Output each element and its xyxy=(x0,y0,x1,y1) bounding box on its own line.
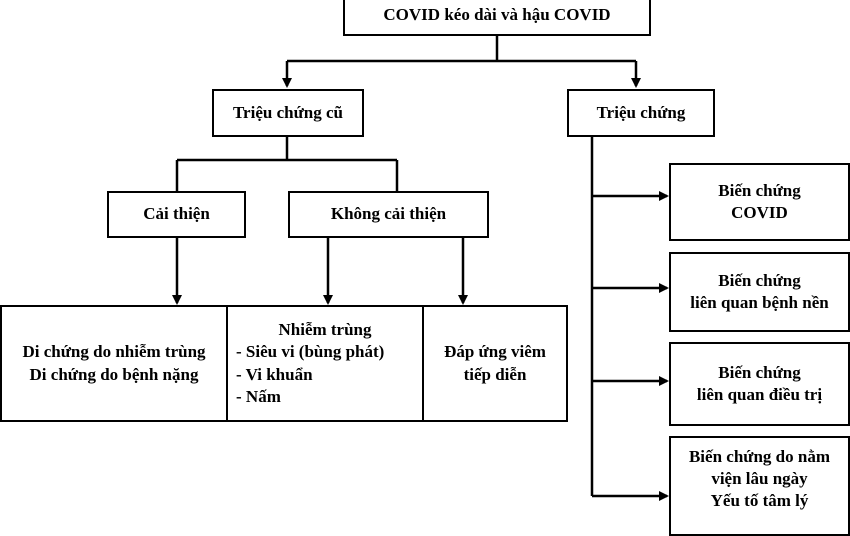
old-symptoms-node: Triệu chứng cũ xyxy=(212,89,364,137)
inflammation-line-2: tiếp diễn xyxy=(463,364,527,384)
improved-label: Cải thiện xyxy=(143,204,210,224)
infection-item-fungus: - Nấm xyxy=(236,386,281,406)
complication-treatment-line-1: Biến chứng xyxy=(718,362,801,382)
complication-hospitalization-line-3: Yếu tố tâm lý xyxy=(710,491,809,511)
infection-node: Nhiễm trùng - Siêu vi (bùng phát) - Vi k… xyxy=(226,305,424,422)
root-label: COVID kéo dài và hậu COVID xyxy=(383,4,611,24)
complication-hospitalization-line-2: viện lâu ngày xyxy=(711,469,808,489)
infection-title: Nhiễm trùng xyxy=(278,320,372,340)
not-improved-node: Không cải thiện xyxy=(288,191,489,238)
complication-comorbidity-line-2: liên quan bệnh nền xyxy=(690,293,829,312)
infection-item-bacteria: - Vi khuẩn xyxy=(236,364,313,384)
sequelae-infection: Di chứng do nhiễm trùng xyxy=(22,342,206,362)
complication-covid-node: Biến chứng COVID xyxy=(669,163,850,241)
not-improved-label: Không cải thiện xyxy=(330,204,447,224)
inflammation-line-1: Đáp ứng viêm xyxy=(444,342,546,362)
complication-comorbidity-node: Biến chứng liên quan bệnh nền xyxy=(669,252,850,332)
symptoms-label: Triệu chứng xyxy=(596,102,686,122)
sequelae-node: Di chứng do nhiễm trùng Di chứng do bệnh… xyxy=(0,305,228,422)
symptoms-node: Triệu chứng xyxy=(567,89,715,137)
infection-list: - Siêu vi (bùng phát) - Vi khuẩn - Nấm xyxy=(228,341,384,407)
old-symptoms-label: Triệu chứng cũ xyxy=(232,102,343,122)
root-node: COVID kéo dài và hậu COVID xyxy=(343,0,651,36)
complication-covid-line-1: Biến chứng xyxy=(718,180,801,200)
complication-hospitalization-node: Biến chứng do nằm viện lâu ngày Yếu tố t… xyxy=(669,436,850,536)
improved-node: Cải thiện xyxy=(107,191,246,238)
complication-treatment-line-2: liên quan điều trị xyxy=(696,385,823,404)
complication-hospitalization-line-1: Biến chứng do nằm xyxy=(688,447,831,466)
infection-item-virus: - Siêu vi (bùng phát) xyxy=(236,342,385,362)
complication-covid-line-2: COVID xyxy=(731,203,788,222)
inflammation-node: Đáp ứng viêm tiếp diễn xyxy=(422,305,568,422)
complication-treatment-node: Biến chứng liên quan điều trị xyxy=(669,342,850,426)
complication-comorbidity-line-1: Biến chứng xyxy=(718,270,801,290)
connector-lines xyxy=(172,36,669,501)
sequelae-severe-illness: Di chứng do bệnh nặng xyxy=(29,364,199,384)
